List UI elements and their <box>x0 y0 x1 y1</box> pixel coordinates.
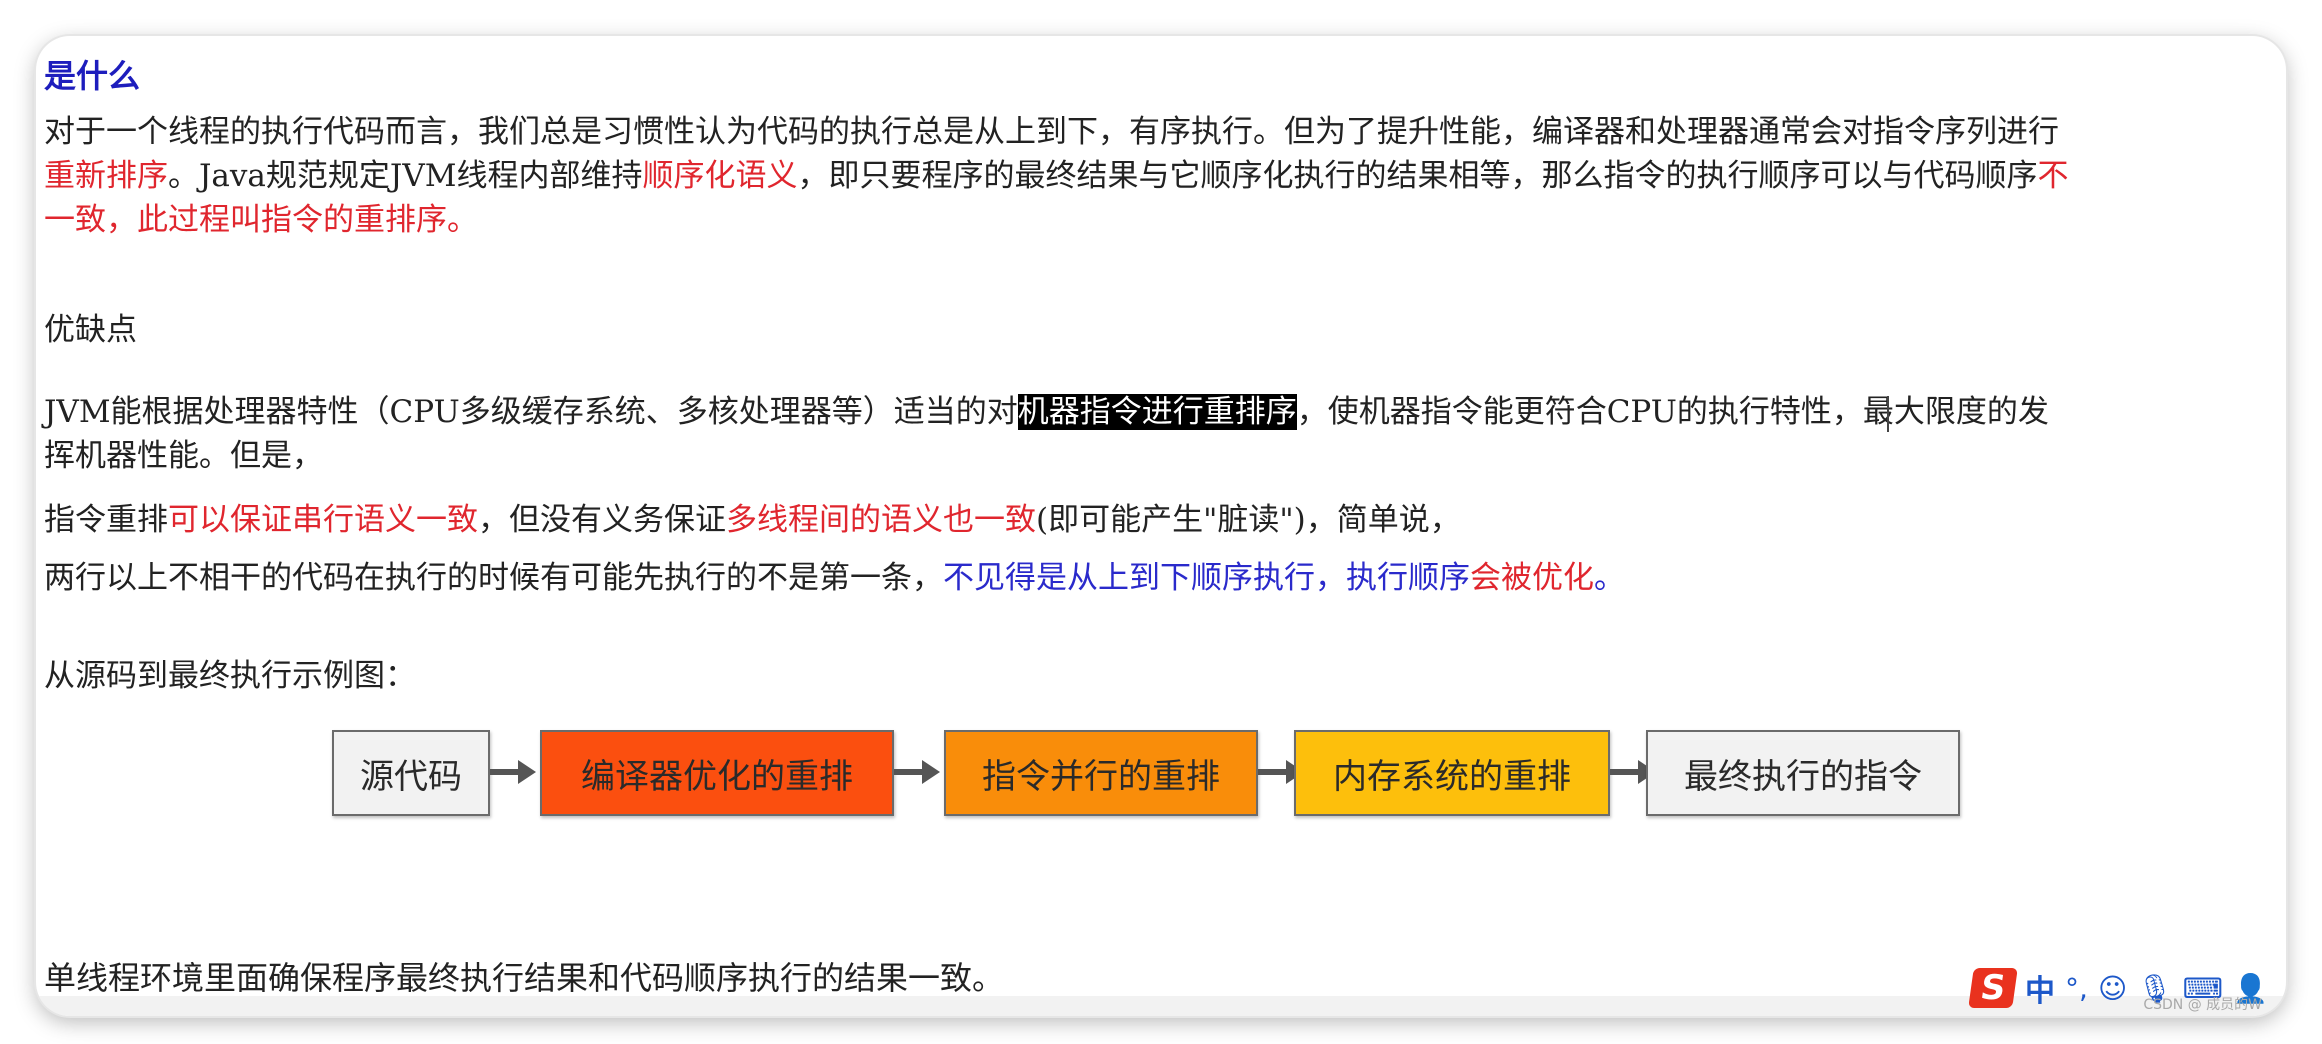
selected-text[interactable]: 机器指令进行重排序 <box>1017 394 1297 430</box>
arrow-right-icon <box>490 760 536 784</box>
microphone-icon[interactable]: 🎙 <box>2137 971 2173 1005</box>
text: 。Java规范规定JVM线程内部维持 <box>168 158 643 194</box>
document-window: 是什么 对于一个线程的执行代码而言，我们总是习惯性认为代码的执行总是从上到下，有… <box>36 36 2286 1016</box>
text-red: 可以保证串行语义一致 <box>168 502 478 538</box>
punctuation-icon[interactable]: °, <box>2065 971 2088 1005</box>
text-red: 重新排序 <box>44 158 168 194</box>
watermark: CSDN @ 成员的W <box>2143 997 2262 1013</box>
user-icon[interactable]: 👤 <box>2233 971 2268 1005</box>
text: ，使机器指令能更符合CPU的执行特性，最大限度的发 <box>1296 394 2049 430</box>
para4-line: 两行以上不相干的代码在执行的时候有可能先执行的不是第一条，不见得是从上到下顺序执… <box>44 556 1625 600</box>
flow-box-source: 源代码 <box>332 730 490 816</box>
last-line: 单线程环境里面确保程序最终执行结果和代码顺序执行的结果一致。 <box>44 959 1005 997</box>
text-blue: 不见得是从上到下顺序执行，执行顺序 <box>943 560 1470 596</box>
para3-line: 指令重排可以保证串行语义一致，但没有义务保证多线程间的语义也一致(即可能产生"脏… <box>44 498 1461 542</box>
ime-language-toggle[interactable]: 中 <box>2025 974 2056 1009</box>
flow-box-compiler-reorder: 编译器优化的重排 <box>540 730 894 816</box>
text: 指令重排 <box>44 502 168 538</box>
text: (即可能产生"脏读")，简单说， <box>1036 502 1461 538</box>
text: JVM能根据处理器特性（CPU多级缓存系统、多核处理器等）适当的对 <box>44 394 1018 430</box>
text: ，但没有义务保证 <box>478 502 726 538</box>
flow-box-memory-system: 内存系统的重排 <box>1294 730 1610 816</box>
ime-toolbar: S 中 °, ☺ 🎙 ⌨ 👤 <box>1968 964 2268 1012</box>
flow-box-instruction-parallel: 指令并行的重排 <box>944 730 1258 816</box>
text-red: 不 <box>2037 158 2069 194</box>
text-red: 顺序化语义 <box>642 158 798 194</box>
para2-line2: 挥机器性能。但是， <box>44 438 323 474</box>
emoji-icon[interactable]: ☺ <box>2097 971 2128 1005</box>
keyboard-icon[interactable]: ⌨ <box>2182 971 2224 1005</box>
text-blue: 。 <box>1594 560 1625 596</box>
pros-cons-label: 优缺点 <box>44 312 137 348</box>
text: ，即只要程序的最终结果与它顺序化执行的结果相等，那么指令的执行顺序可以与代码顺序 <box>797 158 2038 194</box>
section-heading: 是什么 <box>44 57 141 95</box>
para1-line1: 对于一个线程的执行代码而言，我们总是习惯性认为代码的执行总是从上到下，有序执行。… <box>44 114 2059 150</box>
text-cursor-icon <box>1887 396 1889 432</box>
diagram-caption: 从源码到最终执行示例图： <box>44 658 416 694</box>
arrow-right-icon <box>894 760 940 784</box>
para1-line2: 重新排序。Java规范规定JVM线程内部维持顺序化语义，即只要程序的最终结果与它… <box>44 154 2068 198</box>
text-red: 多线程间的语义也一致 <box>726 502 1036 538</box>
para2-line1: JVM能根据处理器特性（CPU多级缓存系统、多核处理器等）适当的对机器指令进行重… <box>44 390 2049 434</box>
text: 两行以上不相干的代码在执行的时候有可能先执行的不是第一条， <box>44 560 943 596</box>
sogou-logo-icon[interactable]: S <box>1968 968 2018 1008</box>
bottom-bar <box>36 996 2286 1016</box>
para1-line3: 一致，此过程叫指令的重排序。 <box>44 202 478 238</box>
flow-box-final-instructions: 最终执行的指令 <box>1646 730 1960 816</box>
text-red: 会被优化 <box>1470 560 1594 596</box>
